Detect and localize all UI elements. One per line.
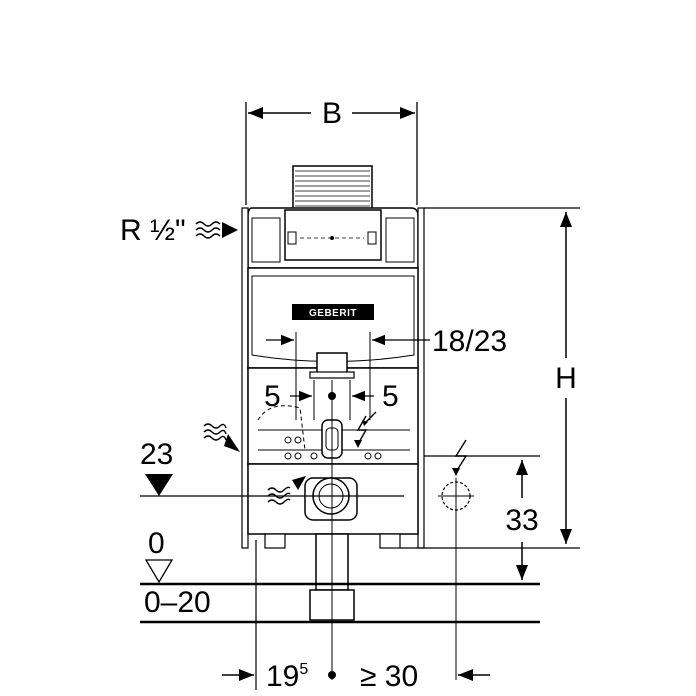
bottom-dimensions: 195 ≥ 30 — [222, 540, 490, 693]
floor-zero: 0 0–20 — [140, 527, 540, 624]
socket-height-label: 33 — [505, 504, 538, 537]
floor-range-label: 0–20 — [144, 586, 211, 619]
water-waves-icon — [203, 423, 227, 441]
flush-distance-dimension: 18/23 — [266, 325, 507, 420]
lightning-icon — [354, 411, 377, 448]
triangle-down-icon — [144, 559, 174, 584]
floor-zero-label: 0 — [148, 527, 165, 560]
width-label: B — [322, 97, 342, 130]
bottom-left-label: 195 — [266, 660, 308, 693]
right-offset-label: 5 — [382, 380, 399, 413]
drain-connection — [304, 477, 358, 621]
height-label: H — [555, 362, 577, 395]
flush-distance-label: 18/23 — [432, 325, 507, 358]
width-dimension: B — [245, 97, 418, 205]
offset-dimension: 5 5 — [264, 380, 399, 420]
brand-logo: GEBERIT — [292, 304, 374, 320]
electrical-socket: 33 — [424, 439, 540, 680]
flush-valve — [309, 352, 355, 459]
socket-icon — [438, 478, 474, 514]
water-connection-callout: R ½" — [120, 214, 238, 247]
triangle-down-icon — [145, 474, 173, 496]
bottom-right-label: ≥ 30 — [360, 660, 418, 693]
water-connection-label: R ½" — [120, 214, 186, 247]
water-waves-icon — [195, 221, 221, 239]
left-offset-label: 5 — [264, 380, 281, 413]
water-waves-icon — [267, 486, 291, 505]
brand-text: GEBERIT — [309, 308, 357, 319]
flush-plate — [292, 165, 373, 211]
frame — [241, 207, 425, 549]
floor-level-top-label: 23 — [140, 438, 173, 471]
lightning-icon — [452, 439, 468, 476]
height-dimension: H — [400, 207, 580, 549]
floor-level-23: 23 — [140, 438, 404, 497]
